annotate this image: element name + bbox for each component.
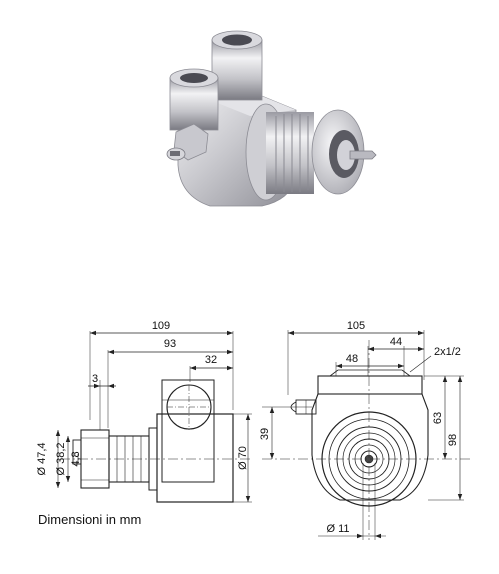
dim-flange-dia: Ø 47,4: [36, 442, 48, 475]
units-caption: Dimensioni in mm: [38, 512, 142, 527]
dim-total-height: 98: [447, 434, 459, 446]
dim-thread: 2x1/2: [434, 346, 461, 358]
dim-axis-height: 39: [259, 428, 271, 440]
front-view-drawing: [262, 330, 470, 540]
dim-port-offset-front: 44: [390, 336, 402, 348]
dim-port-offset: 32: [205, 354, 217, 366]
dim-length-total: 109: [152, 320, 170, 332]
dim-width: 105: [347, 320, 365, 332]
dim-body-dia: Ø 70: [237, 446, 249, 470]
dim-body-height: 63: [432, 412, 444, 424]
dim-bore-dia: 4,8: [70, 451, 82, 466]
dim-shaft-step: 3: [92, 373, 98, 385]
dim-shaft-dia: Ø 11: [326, 523, 349, 535]
dim-length-body: 93: [164, 338, 176, 350]
dim-port-spacing: 48: [346, 353, 358, 365]
dim-hub-dia: Ø 38,2: [55, 442, 67, 475]
side-view-drawing: [55, 330, 252, 503]
pump-photo: [166, 30, 377, 207]
